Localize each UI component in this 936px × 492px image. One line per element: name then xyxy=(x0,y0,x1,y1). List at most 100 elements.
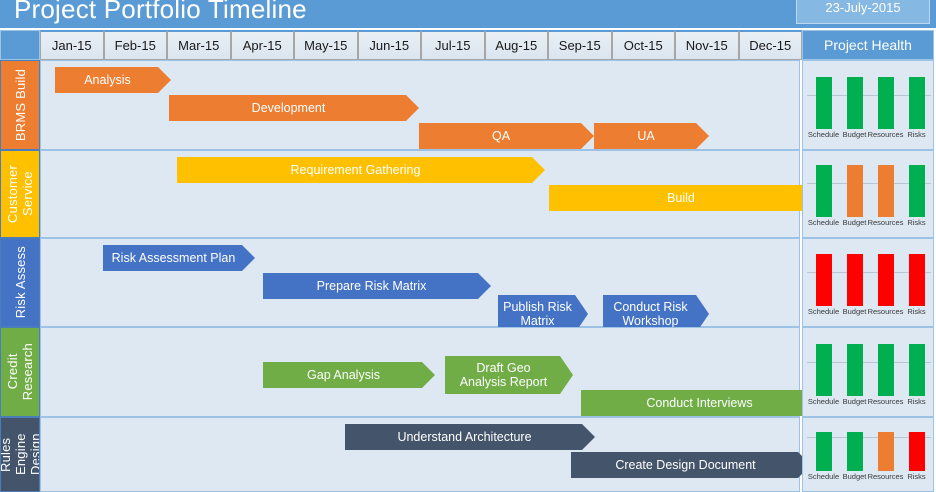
health-status-bar xyxy=(815,344,832,396)
health-column[interactable]: Risks xyxy=(904,432,929,481)
health-metric-label: Risks xyxy=(907,397,926,406)
month-header-jul-15[interactable]: Jul-15 xyxy=(421,30,485,60)
health-column[interactable]: Resources xyxy=(868,432,903,481)
swimlane-label-1[interactable]: Customer Service xyxy=(0,150,40,238)
month-header-feb-15[interactable]: Feb-15 xyxy=(103,30,167,60)
health-metric-label: Resources xyxy=(867,307,904,316)
swimlane-label-4[interactable]: Rules Engine Design xyxy=(0,417,40,492)
task-bar[interactable]: Conduct Risk Workshop xyxy=(603,295,709,333)
health-chart-baseline xyxy=(807,437,931,438)
health-column[interactable]: Schedule xyxy=(807,344,840,406)
task-bar[interactable]: Publish Risk Matrix xyxy=(498,295,588,333)
health-status-bar xyxy=(908,165,925,217)
health-column[interactable]: Risks xyxy=(904,344,929,406)
month-header-oct-15[interactable]: Oct-15 xyxy=(611,30,675,60)
task-bar[interactable]: Development xyxy=(169,95,419,121)
health-metric-label: Risks xyxy=(907,307,926,316)
health-column[interactable]: Risks xyxy=(904,165,929,227)
task-bar[interactable]: Requirement Gathering xyxy=(177,157,545,183)
health-status-bar xyxy=(877,344,894,396)
task-label: Create Design Document xyxy=(615,458,756,472)
month-header-nov-15[interactable]: Nov-15 xyxy=(675,30,739,60)
task-bar[interactable]: Gap Analysis xyxy=(263,362,435,388)
task-bar[interactable]: UA xyxy=(594,123,709,149)
task-label: Understand Architecture xyxy=(397,430,532,444)
month-header-sep-15[interactable]: Sep-15 xyxy=(548,30,612,60)
health-metric-label: Schedule xyxy=(807,307,840,316)
health-column[interactable]: Risks xyxy=(904,77,929,139)
health-status-bar xyxy=(815,77,832,129)
health-metric-label: Resources xyxy=(867,218,904,227)
health-column[interactable]: Schedule xyxy=(807,254,840,316)
month-header-jan-15[interactable]: Jan-15 xyxy=(40,30,104,60)
month-header-may-15[interactable]: May-15 xyxy=(294,30,358,60)
health-status-bar xyxy=(908,77,925,129)
task-bar[interactable]: Conduct Interviews xyxy=(581,390,829,416)
health-metric-label: Resources xyxy=(867,130,904,139)
task-label: Development xyxy=(251,101,326,115)
health-metric-label: Resources xyxy=(867,472,904,481)
health-column[interactable]: Resources xyxy=(868,344,903,406)
swimlane-label-text: Credit Research xyxy=(5,343,35,401)
health-metric-label: Budget xyxy=(842,397,867,406)
task-label: Draft Geo Analysis Report xyxy=(459,361,548,389)
task-label: UA xyxy=(637,129,655,143)
health-column[interactable]: Schedule xyxy=(807,77,840,139)
health-chart-baseline xyxy=(807,183,931,184)
health-status-bar xyxy=(815,165,832,217)
task-bar[interactable]: QA xyxy=(419,123,594,149)
task-bar[interactable]: Draft Geo Analysis Report xyxy=(445,356,573,394)
header-corner-cell xyxy=(0,30,40,60)
task-bar[interactable]: Create Design Document xyxy=(571,452,811,478)
task-label: Gap Analysis xyxy=(307,368,380,382)
health-column[interactable]: Schedule xyxy=(808,432,839,481)
health-column[interactable]: Budget xyxy=(842,254,867,316)
health-status-bar xyxy=(877,432,894,471)
month-header-jun-15[interactable]: Jun-15 xyxy=(357,30,421,60)
health-metric-label: Schedule xyxy=(807,218,840,227)
health-column[interactable]: Resources xyxy=(868,165,903,227)
task-label: Publish Risk Matrix xyxy=(503,300,572,328)
health-column[interactable]: Budget xyxy=(842,344,867,406)
health-metric-label: Schedule xyxy=(807,130,840,139)
task-label: Build xyxy=(667,191,695,205)
month-header-apr-15[interactable]: Apr-15 xyxy=(230,30,294,60)
month-header-aug-15[interactable]: Aug-15 xyxy=(484,30,548,60)
health-column[interactable]: Resources xyxy=(868,254,903,316)
swimlane-label-3[interactable]: Credit Research xyxy=(0,327,40,417)
title-bar: Project Portfolio Timeline Last Updated … xyxy=(0,0,936,28)
task-bar[interactable]: Build xyxy=(549,185,824,211)
health-status-bar xyxy=(908,254,925,306)
health-column[interactable]: Budget xyxy=(842,432,867,481)
month-header-dec-15[interactable]: Dec-15 xyxy=(738,30,802,60)
health-column[interactable]: Risks xyxy=(904,254,929,316)
task-bar[interactable]: Prepare Risk Matrix xyxy=(263,273,491,299)
swimlane-label-2[interactable]: Risk Assess xyxy=(0,238,40,327)
health-metric-label: Schedule xyxy=(807,397,840,406)
task-bar[interactable]: Analysis xyxy=(55,67,171,93)
health-column[interactable]: Budget xyxy=(842,165,867,227)
health-status-bar xyxy=(815,432,832,471)
task-bar[interactable]: Understand Architecture xyxy=(345,424,595,450)
health-column[interactable]: Budget xyxy=(842,77,867,139)
task-bar[interactable]: Risk Assessment Plan xyxy=(103,245,255,271)
page-title: Project Portfolio Timeline xyxy=(14,0,307,24)
swimlane-label-0[interactable]: BRMS Build xyxy=(0,60,40,150)
month-header-mar-15[interactable]: Mar-15 xyxy=(167,30,231,60)
swimlane-label-text: BRMS Build xyxy=(12,68,28,142)
health-column[interactable]: Schedule xyxy=(807,165,840,227)
health-column[interactable]: Resources xyxy=(868,77,903,139)
health-metric-label: Budget xyxy=(842,130,867,139)
